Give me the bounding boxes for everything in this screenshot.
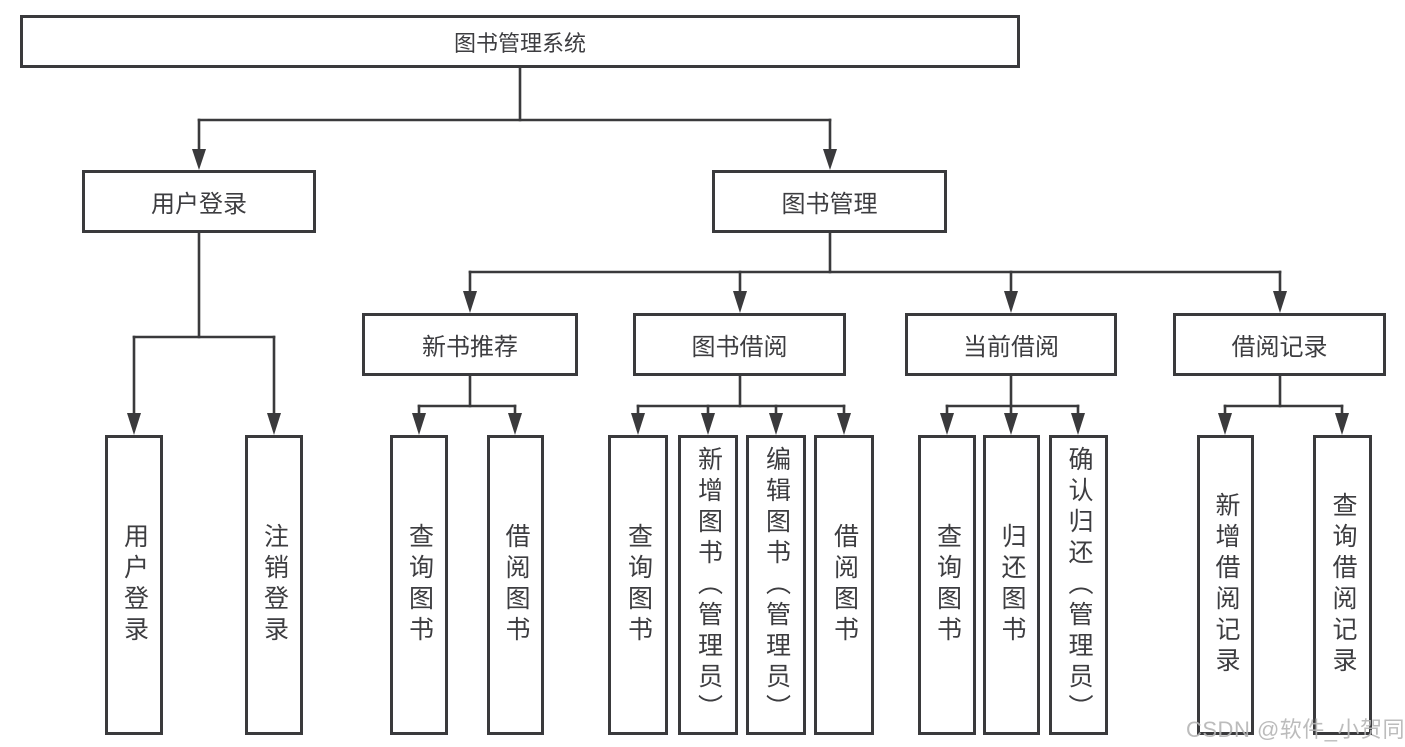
leaf-records-query-record: 查询借阅记录: [1313, 435, 1372, 735]
node-user-login-label: 用户登录: [151, 191, 247, 218]
leaf-logout: 注销登录: [245, 435, 303, 735]
leaf-user-login-label: 用户登录: [120, 523, 149, 647]
leaf-borrow-edit-books-admin: 编辑图书（管理员）: [746, 435, 806, 735]
node-book-borrow: 图书借阅: [633, 313, 846, 376]
leaf-current-confirm-return-admin: 确认归还（管理员）: [1049, 435, 1108, 735]
leaf-newbook-borrow-books: 借阅图书: [487, 435, 544, 735]
leaf-borrow-borrow-books: 借阅图书: [814, 435, 874, 735]
leaf-records-add-record-label: 新增借阅记录: [1212, 492, 1240, 678]
node-root: 图书管理系统: [20, 15, 1020, 68]
watermark: CSDN @软件_小贺同学: [1186, 717, 1405, 742]
leaf-borrow-add-books-admin-label: 新增图书（管理员）: [694, 445, 723, 725]
leaf-logout-label: 注销登录: [260, 523, 289, 647]
node-current-borrow: 当前借阅: [905, 313, 1117, 376]
leaf-current-return-books-label: 归还图书: [998, 523, 1026, 647]
leaf-current-return-books: 归还图书: [983, 435, 1040, 735]
node-new-book-recommend-label: 新书推荐: [422, 334, 518, 361]
leaf-borrow-query-books: 查询图书: [608, 435, 668, 735]
leaf-borrow-query-books-label: 查询图书: [624, 523, 653, 647]
leaf-newbook-borrow-books-label: 借阅图书: [502, 523, 530, 647]
node-borrow-records: 借阅记录: [1173, 313, 1386, 376]
node-user-login: 用户登录: [82, 170, 316, 233]
leaf-newbook-query-books-label: 查询图书: [405, 523, 434, 647]
node-book-management: 图书管理: [712, 170, 947, 233]
leaf-user-login: 用户登录: [105, 435, 163, 735]
leaf-borrow-borrow-books-label: 借阅图书: [830, 523, 859, 647]
leaf-newbook-query-books: 查询图书: [390, 435, 448, 735]
leaf-current-query-books-label: 查询图书: [933, 523, 962, 647]
node-borrow-records-label: 借阅记录: [1231, 334, 1328, 361]
node-current-borrow-label: 当前借阅: [963, 334, 1059, 361]
leaf-borrow-edit-books-admin-label: 编辑图书（管理员）: [762, 445, 791, 725]
leaf-records-query-record-label: 查询借阅记录: [1329, 492, 1357, 678]
node-new-book-recommend: 新书推荐: [362, 313, 578, 376]
node-root-label: 图书管理系统: [453, 30, 586, 56]
leaf-records-add-record: 新增借阅记录: [1197, 435, 1254, 735]
leaf-borrow-add-books-admin: 新增图书（管理员）: [678, 435, 738, 735]
node-book-management-label: 图书管理: [781, 191, 878, 218]
leaf-current-query-books: 查询图书: [918, 435, 976, 735]
node-book-borrow-label: 图书借阅: [691, 334, 788, 361]
leaf-current-confirm-return-admin-label: 确认归还（管理员）: [1065, 445, 1093, 725]
